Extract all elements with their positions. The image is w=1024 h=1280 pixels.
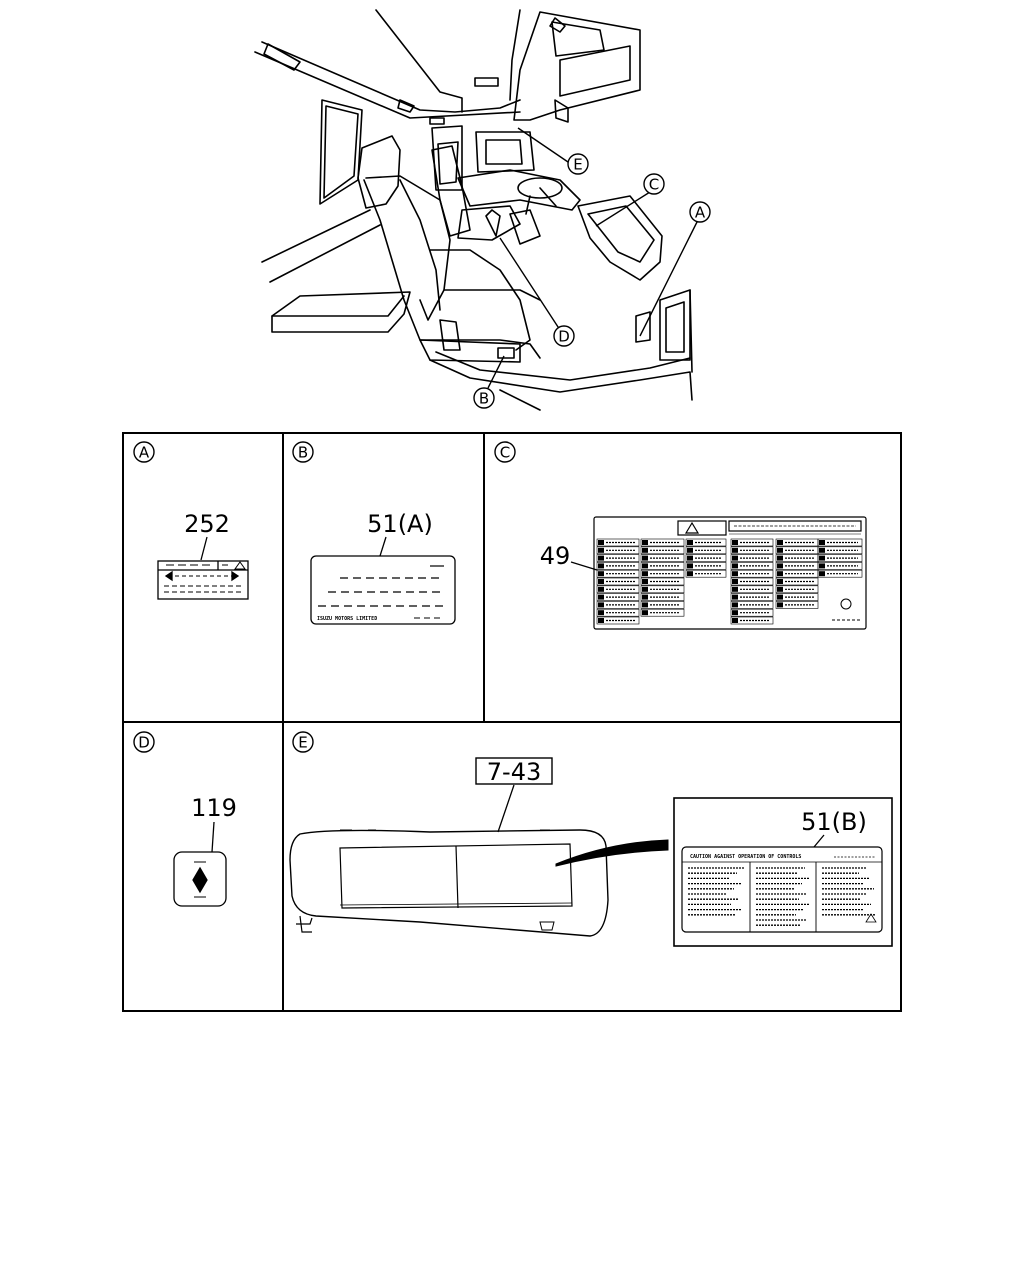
svg-text:A: A xyxy=(139,444,150,462)
part-number-49: 49 xyxy=(540,542,571,570)
label-252 xyxy=(157,560,249,600)
detail-grid xyxy=(122,432,902,1012)
label-51a-maker: ISUZU MOTORS LIMITED xyxy=(317,616,377,622)
svg-text:D: D xyxy=(558,328,570,346)
panel-d: D 119 xyxy=(133,731,237,907)
svg-text:B: B xyxy=(298,444,308,462)
part-number-7-43: 7-43 xyxy=(487,758,541,786)
panel-a-letter: A xyxy=(133,441,155,463)
part-number-119: 119 xyxy=(191,794,237,822)
label-49-cells xyxy=(596,538,863,625)
sun-visor xyxy=(289,829,609,937)
svg-text:C: C xyxy=(649,176,659,194)
callout-b: B xyxy=(473,387,495,409)
panel-b: B 51(A) ISUZU MOTORS LIMITED xyxy=(292,441,456,625)
label-51a xyxy=(310,555,456,625)
detail-box xyxy=(673,797,893,947)
svg-text:B: B xyxy=(479,390,489,408)
part-number-51a: 51(A) xyxy=(367,510,433,538)
label-49 xyxy=(593,516,867,630)
svg-text:A: A xyxy=(695,204,706,222)
callout-leaders xyxy=(487,127,699,389)
callout-e: E xyxy=(567,153,589,175)
panel-e-letter: E xyxy=(292,731,314,753)
label-51b-title: CAUTION AGAINST OPERATION OF CONTROLS xyxy=(690,854,801,860)
label-49-extras xyxy=(832,598,860,621)
panel-c: C 49 xyxy=(494,441,867,630)
svg-text:E: E xyxy=(298,734,307,752)
detail-pointer xyxy=(555,839,669,867)
label-119 xyxy=(173,851,227,907)
part-number-51b: 51(B) xyxy=(801,808,867,836)
panel-c-letter: C xyxy=(494,441,516,463)
panel-e: E 7-43 51(B) CAUTION AGAINST O xyxy=(289,731,893,947)
cab-interior-illustration xyxy=(254,9,693,411)
label-51b xyxy=(681,846,883,933)
callout-c: C xyxy=(643,173,665,195)
panel-d-letter: D xyxy=(133,731,155,753)
panel-b-letter: B xyxy=(292,441,314,463)
part-number-252: 252 xyxy=(184,510,230,538)
svg-text:E: E xyxy=(573,156,582,174)
callout-d: D xyxy=(553,325,575,347)
svg-text:D: D xyxy=(138,734,150,752)
panel-a: A 252 xyxy=(133,441,249,600)
callout-a: A xyxy=(689,201,711,223)
label-51b-text-lines xyxy=(688,867,875,926)
svg-text:C: C xyxy=(500,444,510,462)
